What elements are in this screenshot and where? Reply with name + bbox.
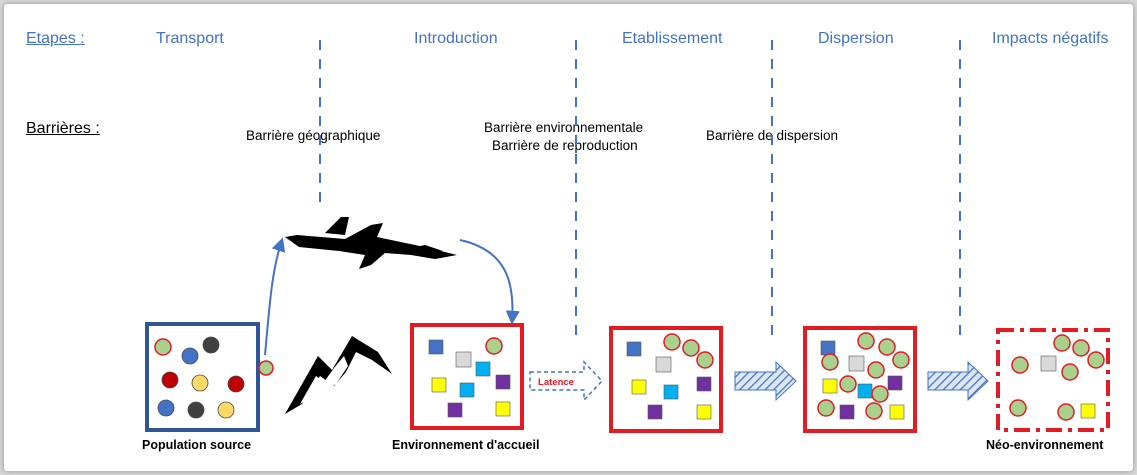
hatched-arrow-1 xyxy=(734,360,797,402)
stage-separators xyxy=(319,40,961,340)
step-transport: Transport xyxy=(156,30,224,47)
barrier-environnementale: Barrière environnementale xyxy=(484,120,644,135)
neo-items xyxy=(1009,334,1105,421)
caption-environnement-accueil: Environnement d'accueil xyxy=(392,438,540,452)
barrier-reproduction: Barrière de reproduction xyxy=(492,138,638,153)
source-dots xyxy=(154,336,245,419)
arrow-plane-to-accueil xyxy=(459,239,520,325)
step-impacts: Impacts négatifs xyxy=(992,30,1109,47)
accueil-items xyxy=(428,337,511,418)
latence-arrow xyxy=(529,360,604,402)
barrier-geographique: Barrière géographique xyxy=(246,128,381,143)
caption-neo-environnement: Néo-environnement xyxy=(986,438,1104,452)
barrieres-label: Barrières : xyxy=(26,120,100,137)
airplane-icon xyxy=(285,217,457,269)
step-introduction: Introduction xyxy=(414,30,498,47)
etablissement-items xyxy=(626,333,714,420)
migrating-individual xyxy=(258,360,274,376)
arrow-up-to-plane xyxy=(264,237,286,356)
step-etablissement: Etablissement xyxy=(622,30,723,47)
etapes-label: Etapes : xyxy=(26,30,85,47)
mountain-icon xyxy=(285,336,392,414)
latence-label: Latence xyxy=(538,377,574,388)
hatched-arrow-2 xyxy=(927,360,989,402)
caption-population-source: Population source xyxy=(142,438,252,452)
dispersion-items xyxy=(817,332,910,420)
step-dispersion: Dispersion xyxy=(818,30,894,47)
